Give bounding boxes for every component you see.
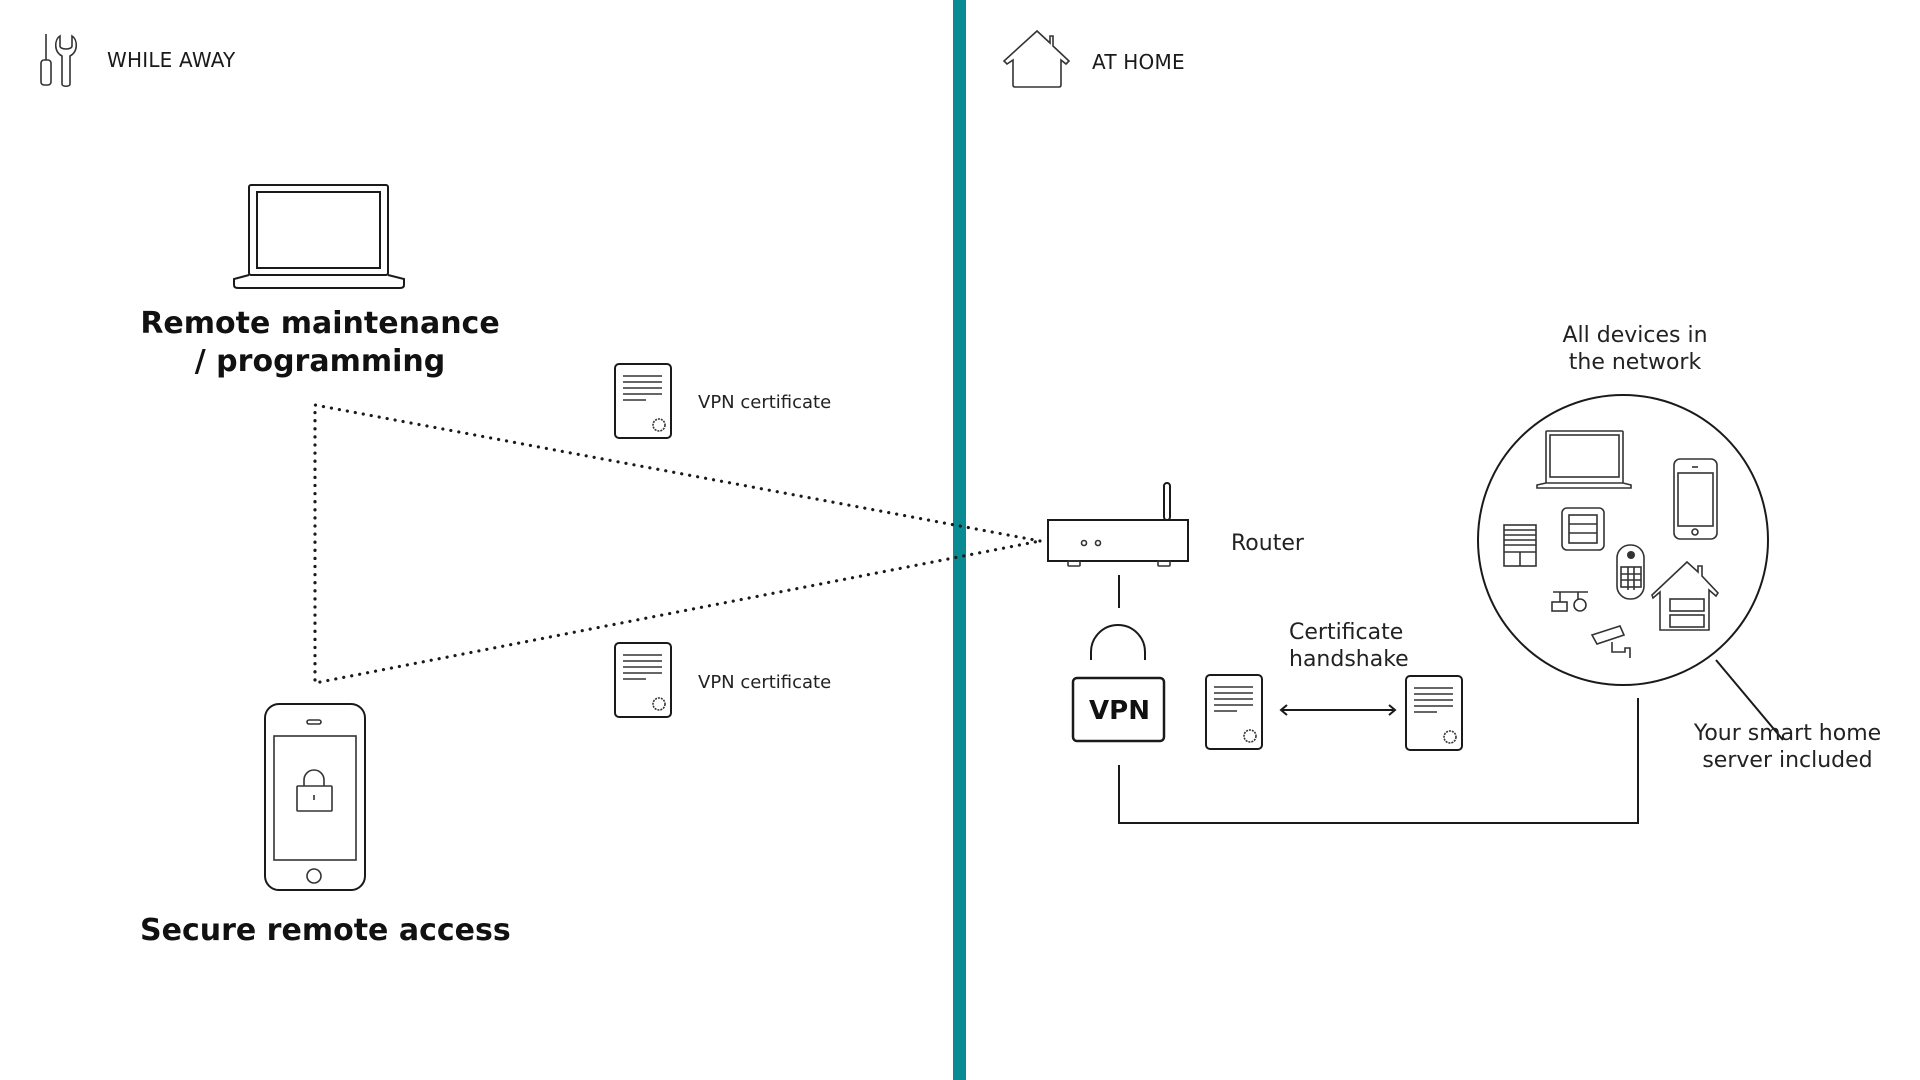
all-devices-label: All devices in the network	[1520, 322, 1750, 376]
certificate-icon	[614, 363, 672, 439]
remote-maintenance-title: Remote maintenance / programming	[140, 305, 500, 381]
laptop-icon	[233, 184, 405, 289]
at-home-label: AT HOME	[1092, 50, 1185, 74]
handshake-line2: handshake	[1289, 647, 1409, 672]
padlock-icon	[1071, 624, 1166, 743]
vpn-certificate-label-1: VPN certificate	[698, 392, 832, 413]
certificate-handshake-label: Certificate handshake	[1289, 619, 1409, 673]
remote-maintenance-line1: Remote maintenance	[140, 306, 500, 341]
certificate-icon	[614, 642, 672, 718]
house-icon	[1002, 29, 1071, 88]
certificate-icon	[1405, 675, 1463, 751]
tools-icon	[40, 34, 78, 88]
router-icon	[1047, 482, 1189, 567]
server-note-line1: Your smart home	[1693, 721, 1882, 746]
smart-home-server-note: Your smart home server included	[1680, 720, 1895, 774]
all-devices-line2: the network	[1568, 350, 1702, 375]
keypad-icon	[1616, 544, 1645, 600]
security-camera-icon	[1590, 625, 1631, 658]
remote-maintenance-line2: / programming	[194, 344, 446, 379]
lighting-icon	[1551, 591, 1588, 612]
network-devices-circle	[1477, 394, 1769, 686]
while-away-label: WHILE AWAY	[107, 48, 236, 72]
secure-remote-access-title: Secure remote access	[140, 913, 511, 948]
router-label: Router	[1231, 531, 1304, 556]
handshake-line1: Certificate	[1289, 620, 1404, 645]
section-divider	[953, 0, 966, 1080]
all-devices-line1: All devices in	[1562, 323, 1708, 348]
vpn-certificate-label-2: VPN certificate	[698, 672, 832, 693]
switch-panel-icon	[1561, 507, 1605, 551]
smart-home-server-icon	[1651, 560, 1720, 631]
double-arrow-icon	[1279, 704, 1397, 716]
server-note-line2: server included	[1702, 748, 1873, 773]
smartphone-icon	[1673, 458, 1718, 540]
blinds-icon	[1503, 524, 1537, 567]
smartphone-lock-icon	[264, 703, 366, 891]
certificate-icon	[1205, 674, 1263, 750]
laptop-icon	[1536, 430, 1632, 489]
vpn-label: VPN	[1089, 696, 1150, 726]
